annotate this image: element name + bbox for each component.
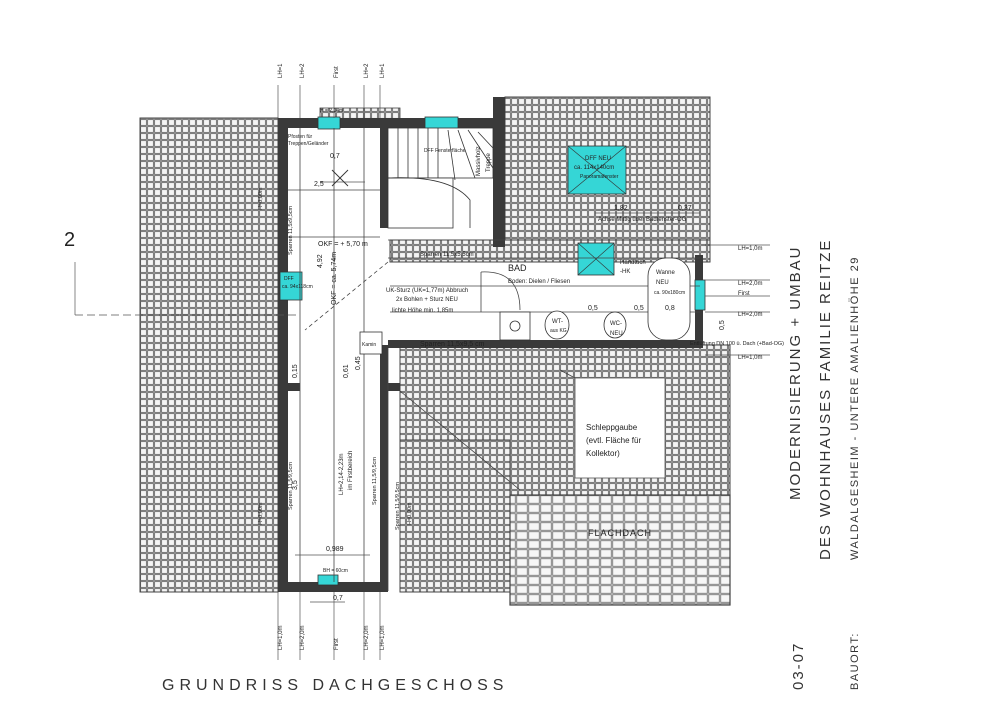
dim-08: 0,8 <box>665 305 675 312</box>
r-lh-3: LH=2,0m <box>738 312 763 318</box>
x-mark <box>331 169 349 187</box>
dfe-neu-label: DFF NEU <box>585 156 611 162</box>
handtuch-label-2: -HK <box>620 269 630 275</box>
drawing-date: 03-07 <box>790 642 807 690</box>
section-marker: 2 <box>64 229 75 251</box>
bad-fixtures <box>359 257 691 355</box>
treppe-label-1: Massivholz <box>476 146 482 176</box>
dim-492: 4,92 <box>317 254 324 268</box>
dim-0989: 0,989 <box>326 546 344 553</box>
dim-07: 0,7 <box>330 153 340 160</box>
sparren-left-2: Sparren 11,5x9,5cm <box>288 205 294 255</box>
dim-07b: 0,7 <box>333 595 343 602</box>
interior-lines <box>288 128 700 591</box>
flat-roof-label: FLACHDACH <box>588 528 652 538</box>
wc-label-1: WC- <box>610 321 622 327</box>
h-top: H = 2,14m <box>320 108 343 114</box>
kamin-label: Kamin <box>362 342 376 348</box>
okf-570: OKF = + 5,70 m <box>318 241 368 248</box>
r-first: First <box>738 291 750 297</box>
top-lh-1: LH=1 <box>278 63 284 78</box>
sparren-right: Sparren 11,5/9,5cm <box>372 457 378 505</box>
treppe-label-2: Treppe <box>486 153 492 172</box>
dormer-label-3: Kollektor) <box>586 449 620 458</box>
dim-05a: 0,5 <box>588 305 598 312</box>
dim-037: 0,37 <box>678 205 692 212</box>
dim-061: 0,61 <box>343 364 350 378</box>
top-first: First <box>334 66 340 78</box>
dfe-fenster: DFF Fensterfläche <box>424 148 466 154</box>
bh-note: BH = 60cm <box>323 568 348 574</box>
bot-first: First <box>334 638 340 650</box>
handtuch-label-1: Handtuch <box>620 260 646 266</box>
sparren-right-2: Sparren 11,5/9,5cm <box>395 482 401 530</box>
bot-lh-2: LH=2,0m <box>300 625 306 650</box>
dim-015: 0,15 <box>292 364 299 378</box>
dim-05b: 0,5 <box>634 305 644 312</box>
side-title-line1: MODERNISIERUNG + UMBAU <box>787 246 804 500</box>
bot-lh-1: LH=1,0m <box>278 625 284 650</box>
entluftung-note: Entlüftung DN 100 ü. Dach (+Bad-OG) <box>690 341 784 347</box>
okf-574: OKF = ca. 5,74m <box>331 252 338 305</box>
window-cross-lines <box>567 145 627 276</box>
top-lh-2: LH=2 <box>300 63 306 78</box>
dfe-small-size: ca. 94x118cm <box>282 284 313 290</box>
dormer-label-1: Schleppgaube <box>586 423 638 432</box>
side-title-line3: WALDALGESHEIM - UNTERE AMALIENHÖHE 29 <box>849 256 861 560</box>
bad-title: BAD <box>508 263 527 273</box>
dormer-area <box>574 377 666 479</box>
wanne-neu: NEU <box>656 280 669 286</box>
dormer-label-2: (evtl. Fläche für <box>586 436 641 445</box>
bad-floor: Boden: Dielen / Fliesen <box>508 279 570 285</box>
side-title-line2: DES WOHNHAUSES FAMILIE REITZE <box>817 239 834 560</box>
sparren-bad: Sparren 11,5x9,5 cm <box>420 341 485 348</box>
dim-35: 3,5 <box>292 480 299 490</box>
axis-note: Achse Mittig über Badfenster-OG <box>598 217 687 223</box>
roof-bad-strip <box>389 239 711 263</box>
wc-label-2: NEU <box>610 331 623 337</box>
sturz-note-3: lichte Höhe min. 1,85m <box>392 308 453 314</box>
wt-label-2: aus KG <box>550 328 567 334</box>
wanne-size: ca. 90x180cm <box>654 290 685 296</box>
lh-range-2: im Firstbereich <box>348 451 354 490</box>
top-lh-4: LH=1 <box>380 63 386 78</box>
staircase <box>387 127 494 229</box>
bauort-label: BAUORT: <box>849 632 861 690</box>
lh-range-1: LH=2,14-2,23m <box>339 453 345 495</box>
r-lh-2: LH=2,0m <box>738 281 763 287</box>
roof-center-low <box>399 439 511 593</box>
sparren-left: Sparren 11,5/9,5cm <box>288 462 294 510</box>
dfe-neu-sub: Panoramafenster <box>580 174 619 180</box>
r-lh-1: LH=1,0m <box>738 246 763 252</box>
dim-25: 2,5 <box>314 181 324 188</box>
dfe-small-label: DFF <box>284 276 294 282</box>
dim-182: 1,82 <box>614 205 628 212</box>
bot-lh-3: LH=2,0m <box>364 625 370 650</box>
r-lh-4: LH=1,0m <box>738 355 763 361</box>
sparren-top: Sparren 11,5x5,5cm <box>420 252 474 258</box>
dfe-neu-size: ca. 114x140cm <box>574 165 614 171</box>
axis-lines <box>74 85 770 660</box>
top-lh-3: LH=2 <box>364 63 370 78</box>
sturz-note-1: UK-Sturz (UK=1,77m) Abbruch <box>386 288 468 294</box>
left-h0-top: H=0,00m <box>258 187 264 210</box>
sturz-note-2: 2x Bohlen + Sturz NEU <box>396 297 458 303</box>
bot-lh-4: LH=1,0m <box>380 625 386 650</box>
wanne-label: Wanne <box>656 270 675 276</box>
dim-05v: 0,5 <box>719 320 726 330</box>
right-h0-bottom: H=0,00m <box>407 502 413 525</box>
roof-left-fill <box>139 117 279 593</box>
dim-045: 0,45 <box>355 356 362 370</box>
left-h0-bottom: H=0,00m <box>258 502 264 525</box>
post-note-1: Pfosten für <box>288 134 313 140</box>
flat-roof <box>509 494 731 606</box>
wt-label-1: WT- <box>552 319 563 325</box>
post-note-2: Treppen/Geländer <box>288 141 329 147</box>
footer-title: GRUNDRISS DACHGESCHOSS <box>162 677 508 694</box>
